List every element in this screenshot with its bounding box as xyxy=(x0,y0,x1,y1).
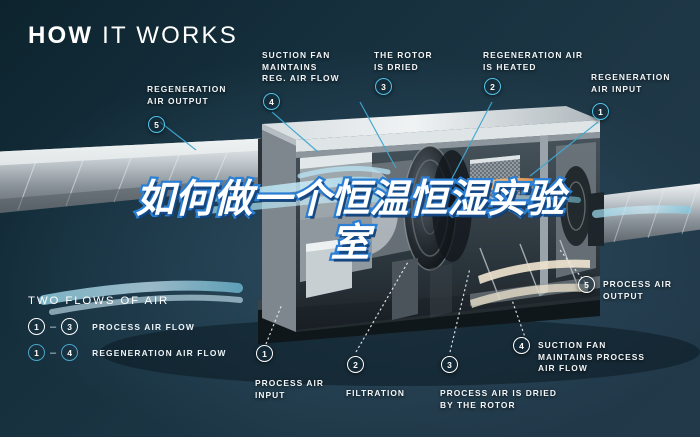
marker-process-air-output[interactable]: 5 xyxy=(578,276,595,293)
callout-label-regeneration-air-input: REGENERATION AIR INPUT xyxy=(591,72,671,94)
legend-label-process-air-flow: PROCESS AIR FLOW xyxy=(92,321,195,332)
legend-label-regeneration-air-flow: REGENERATION AIR FLOW xyxy=(92,347,227,358)
callout-label-suction-fan-reg: SUCTION FAN MAINTAINS REG. AIR FLOW xyxy=(262,50,340,84)
legend: TWO FLOWS OF AIR 1 – 3 PROCESS AIR FLOW … xyxy=(28,295,227,370)
page-title: HOW IT WORKS xyxy=(28,22,238,50)
right-spiral-duct xyxy=(588,183,700,246)
marker-regeneration-air-output[interactable]: 5 xyxy=(148,116,165,133)
callout-label-process-air-input: PROCESS AIR INPUT xyxy=(255,378,324,400)
callout-label-the-rotor-is-dried: THE ROTOR IS DRIED xyxy=(374,50,433,72)
legend-marker-from-1-cyan: 1 xyxy=(28,344,45,361)
marker-regeneration-air-is-heated[interactable]: 2 xyxy=(484,78,501,95)
marker-process-air-dried-by-rotor[interactable]: 3 xyxy=(441,356,458,373)
legend-marker-to-3: 3 xyxy=(61,318,79,335)
marker-regeneration-air-input[interactable]: 1 xyxy=(592,103,609,120)
page-title-bold: HOW xyxy=(28,22,94,49)
marker-the-rotor-is-dried[interactable]: 3 xyxy=(375,78,392,95)
marker-suction-fan-reg[interactable]: 4 xyxy=(263,93,280,110)
legend-marker-to-4: 4 xyxy=(61,344,79,361)
callout-label-regeneration-air-is-heated: REGENERATION AIR IS HEATED xyxy=(483,50,584,72)
marker-process-air-input[interactable]: 1 xyxy=(256,345,273,362)
callout-label-regeneration-air-output: REGENERATION AIR OUTPUT xyxy=(147,84,227,106)
legend-title: TWO FLOWS OF AIR xyxy=(28,295,170,307)
airflow-ribbons xyxy=(39,166,692,315)
callout-label-process-air-output: PROCESS AIR OUTPUT xyxy=(603,279,672,301)
legend-dash-2: – xyxy=(50,346,57,359)
left-spiral-duct xyxy=(0,137,274,214)
legend-row-process-air-flow[interactable]: 1 – 3 PROCESS AIR FLOW xyxy=(28,318,227,335)
marker-suction-fan-process[interactable]: 4 xyxy=(513,337,530,354)
callout-label-process-air-dried-by-rotor: PROCESS AIR IS DRIED BY THE ROTOR xyxy=(440,388,558,410)
callout-label-suction-fan-process: SUCTION FAN MAINTAINS PROCESS AIR FLOW xyxy=(538,340,646,374)
leader-lines-regeneration xyxy=(159,101,599,187)
leader-lines-process xyxy=(265,249,589,353)
marker-filtration[interactable]: 2 xyxy=(347,356,364,373)
legend-row-regeneration-air-flow[interactable]: 1 – 4 REGENERATION AIR FLOW xyxy=(28,344,227,361)
legend-dash: – xyxy=(50,320,57,333)
legend-marker-from-1: 1 xyxy=(28,318,45,335)
page-title-rest: IT WORKS xyxy=(93,22,238,49)
callout-label-filtration: FILTRATION xyxy=(346,388,406,398)
